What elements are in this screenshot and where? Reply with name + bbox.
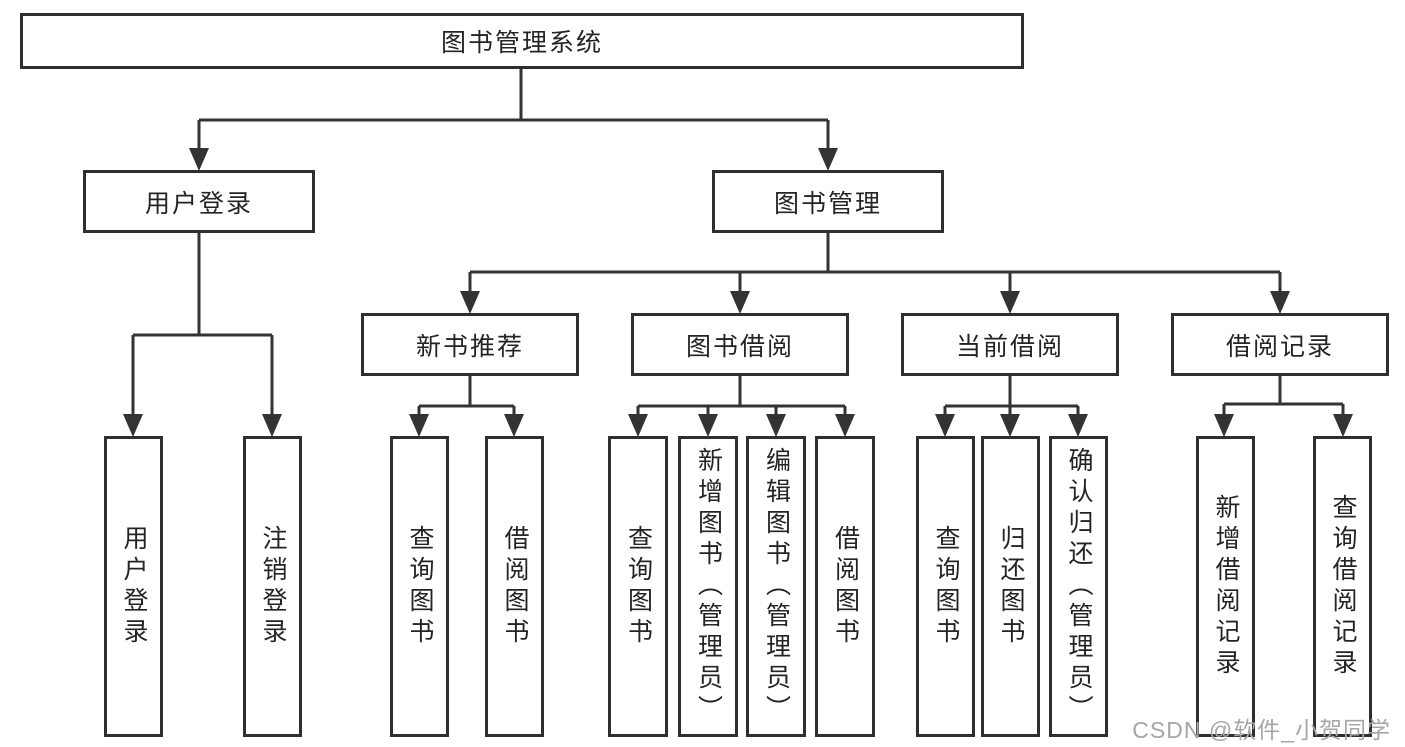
node-borrow-books-leaf: 借阅图书 bbox=[815, 436, 875, 737]
arrowhead-icon bbox=[123, 414, 143, 437]
node-return-books: 归还图书 bbox=[981, 436, 1040, 737]
arrowhead-icon bbox=[698, 414, 718, 437]
node-add-books-admin: 新增图书（管理员） bbox=[678, 436, 738, 737]
node-query-books-recommend: 查询图书 bbox=[390, 436, 449, 737]
node-add-borrow-record: 新增借阅记录 bbox=[1196, 436, 1255, 737]
edge-root-to-level2 bbox=[189, 69, 838, 171]
node-book-management: 图书管理 bbox=[712, 170, 944, 233]
node-query-books-current: 查询图书 bbox=[916, 436, 975, 737]
node-edit-books-admin: 编辑图书（管理员） bbox=[746, 436, 806, 737]
node-query-borrow-record: 查询借阅记录 bbox=[1313, 436, 1372, 737]
edge-book-management-split bbox=[460, 233, 1290, 314]
node-borrowing-records: 借阅记录 bbox=[1171, 313, 1389, 376]
node-confirm-return-admin: 确认归还（管理员） bbox=[1049, 436, 1108, 737]
edge-user-login-split bbox=[123, 233, 282, 437]
arrowhead-icon bbox=[1333, 414, 1353, 437]
csdn-watermark: CSDN @软件_小贺同学 bbox=[1132, 717, 1391, 743]
edge-current-borrow-split bbox=[935, 376, 1088, 437]
arrowhead-icon bbox=[504, 414, 524, 437]
arrowhead-icon bbox=[766, 414, 786, 437]
arrowhead-icon bbox=[409, 414, 429, 437]
node-current-borrowing: 当前借阅 bbox=[901, 313, 1119, 376]
arrowhead-icon bbox=[189, 148, 209, 171]
node-borrow-books-recommend: 借阅图书 bbox=[485, 436, 544, 737]
node-query-books-borrow: 查询图书 bbox=[608, 436, 668, 737]
arrowhead-icon bbox=[818, 148, 838, 171]
arrowhead-icon bbox=[460, 291, 480, 314]
arrowhead-icon bbox=[1068, 414, 1088, 437]
arrowhead-icon bbox=[1000, 414, 1020, 437]
arrowhead-icon bbox=[1000, 291, 1020, 314]
arrowhead-icon bbox=[835, 414, 855, 437]
node-new-book-recommendation: 新书推荐 bbox=[361, 313, 579, 376]
arrowhead-icon bbox=[1214, 414, 1234, 437]
arrowhead-icon bbox=[935, 414, 955, 437]
arrowhead-icon bbox=[1270, 291, 1290, 314]
node-logout-leaf: 注销登录 bbox=[243, 436, 302, 737]
node-user-login-leaf: 用户登录 bbox=[104, 436, 163, 737]
node-book-borrowing: 图书借阅 bbox=[631, 313, 849, 376]
edge-new-book-split bbox=[409, 376, 524, 437]
arrowhead-icon bbox=[730, 291, 750, 314]
node-library-management-system: 图书管理系统 bbox=[20, 13, 1024, 69]
arrowhead-icon bbox=[262, 414, 282, 437]
edge-borrow-record-split bbox=[1214, 376, 1353, 437]
node-user-login: 用户登录 bbox=[83, 170, 315, 233]
edge-book-borrow-split bbox=[628, 376, 855, 437]
arrowhead-icon bbox=[628, 414, 648, 437]
